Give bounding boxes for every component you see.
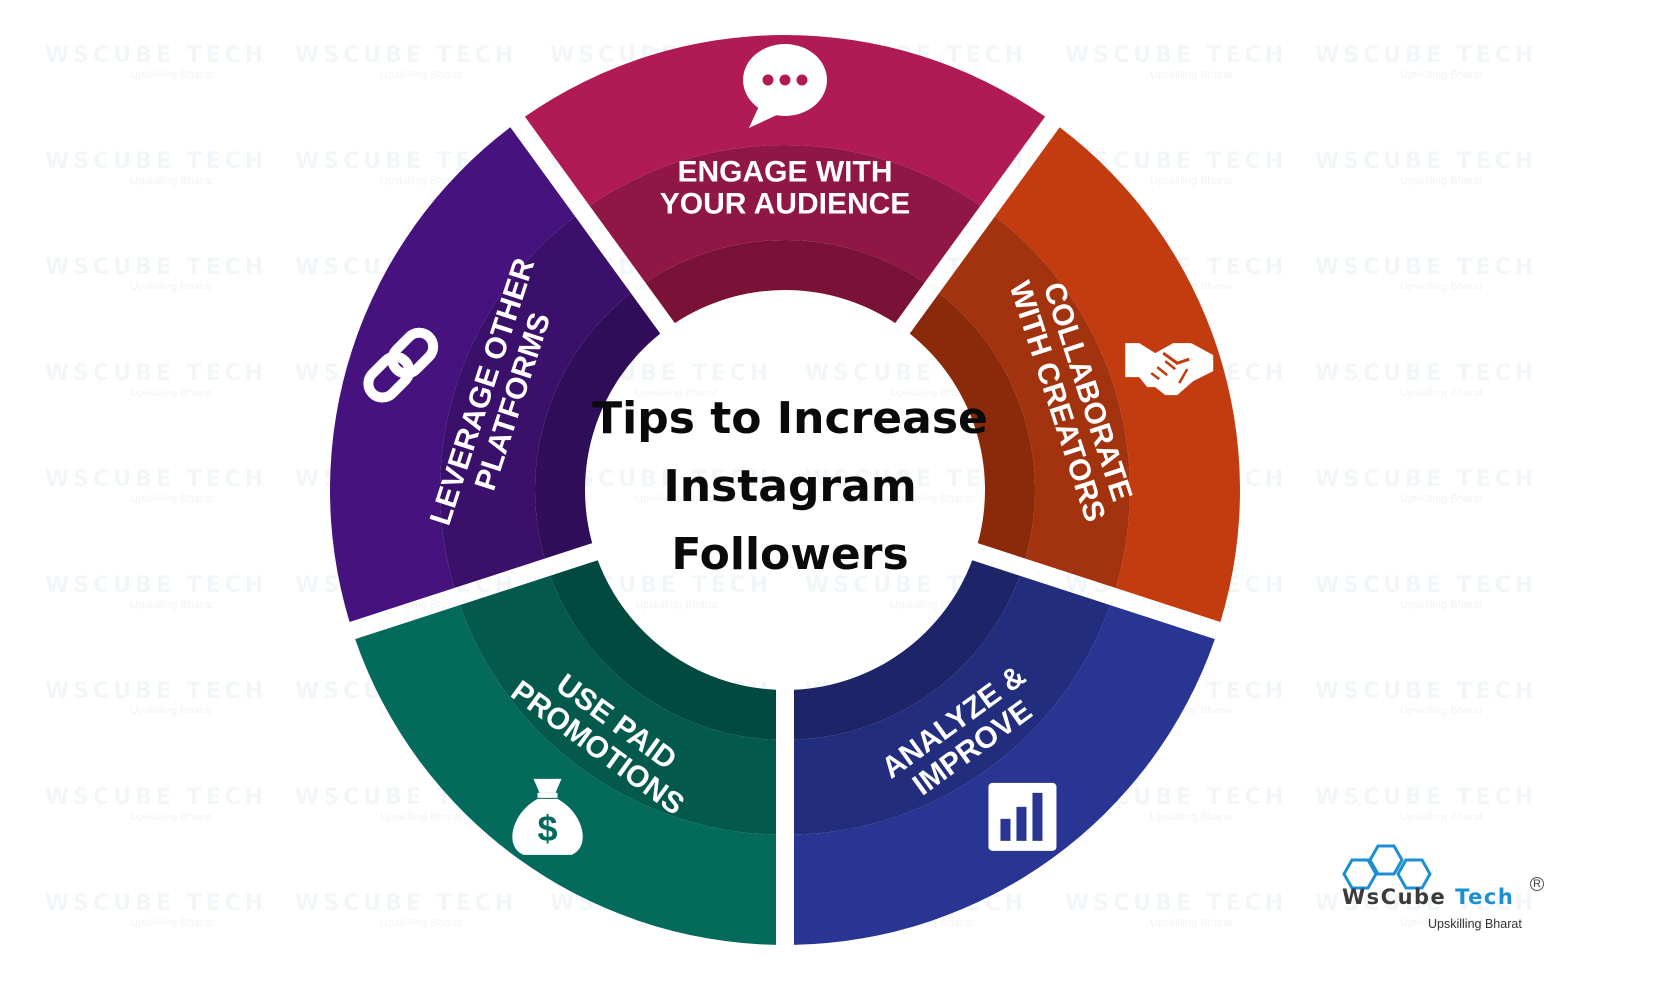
segment-collaborate [909,127,1241,623]
registered-mark: R [1530,877,1544,891]
segment-analyze [793,560,1215,945]
hexagon-logo-icon [1342,844,1432,890]
center-title: Tips to Increase Instagram Followers [585,385,995,589]
handshake-icon [1125,343,1214,396]
svg-text:$: $ [538,808,558,849]
logo-name: WsCube Tech [1342,885,1515,909]
bar-chart-icon [988,782,1057,851]
segment-label-line: YOUR AUDIENCE [660,188,911,221]
segment-leverage [329,127,661,623]
money-bag-icon: $ [512,778,583,855]
title-line-2: Instagram [663,461,917,512]
chat-bubble-icon [743,44,827,128]
segment-label-line: ENGAGE WITH [678,156,893,189]
segment-engage [524,35,1046,324]
title-line-1: Tips to Increase [592,393,988,444]
chain-link-icon [363,327,439,403]
brand-logo: WsCube Tech R Upskilling Bharat [1340,842,1545,932]
logo-tagline: Upskilling Bharat [1428,917,1522,931]
title-line-3: Followers [671,529,909,580]
segment-promotions [355,560,777,945]
